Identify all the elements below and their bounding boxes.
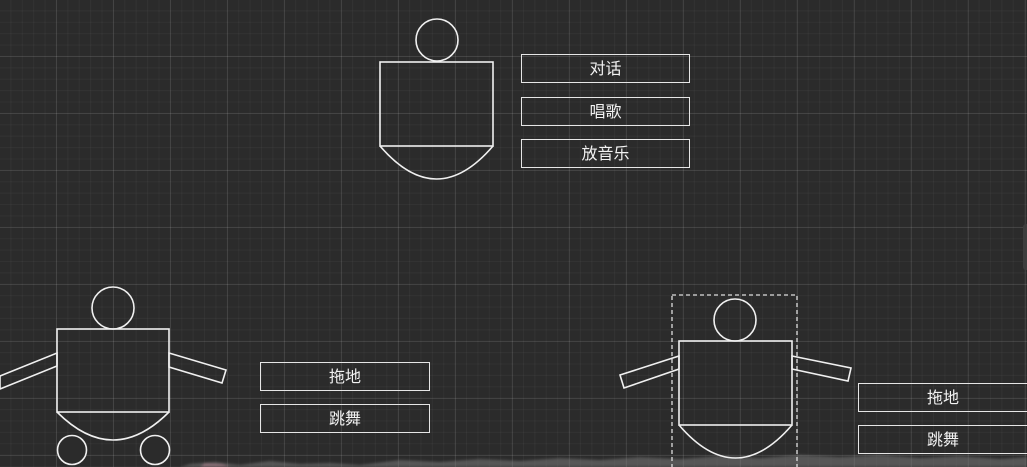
bottom-right-mop-button-label: 拖地 (926, 387, 959, 407)
selection-box (671, 294, 798, 467)
bottom-right-robot[interactable] (619, 294, 852, 467)
bottom-right-robot-right-arm (791, 355, 852, 382)
bottom-left-robot-right-arm (168, 351, 228, 384)
bottom-right-dance-button-label: 跳舞 (926, 429, 959, 449)
bottom-left-mop-button-label: 拖地 (328, 366, 361, 386)
play-music-button[interactable]: 放音乐 (521, 139, 690, 168)
bottom-left-dance-button-label: 跳舞 (328, 408, 361, 428)
bottom-right-robot-base (678, 424, 793, 459)
scroll-handle[interactable] (1023, 224, 1027, 270)
bottom-left-robot-left-arm (0, 351, 58, 390)
ground-smear (180, 455, 1027, 467)
play-music-button-label: 放音乐 (581, 143, 630, 163)
bottom-right-robot-head (713, 298, 757, 342)
bottom-left-robot-head (91, 286, 135, 330)
top-robot-base (379, 145, 494, 180)
sing-button-label: 唱歌 (589, 101, 622, 121)
talk-button-label: 对话 (589, 58, 622, 78)
sing-button[interactable]: 唱歌 (521, 97, 690, 126)
top-robot-head (415, 18, 459, 62)
top-robot (379, 18, 494, 180)
bottom-left-robot-right-wheel (139, 434, 171, 466)
talk-button[interactable]: 对话 (521, 54, 690, 83)
bottom-left-dance-button[interactable]: 跳舞 (260, 404, 430, 433)
top-robot-body (379, 61, 494, 147)
bottom-left-mop-button[interactable]: 拖地 (260, 362, 430, 391)
bottom-left-robot (0, 286, 228, 466)
bottom-right-dance-button[interactable]: 跳舞 (858, 425, 1027, 454)
bottom-left-robot-body (56, 328, 170, 413)
bottom-right-mop-button[interactable]: 拖地 (858, 383, 1027, 412)
bottom-right-robot-left-arm (619, 354, 680, 390)
bottom-left-robot-left-wheel (56, 434, 88, 466)
bottom-right-robot-body (678, 340, 793, 426)
bottom-left-robot-base (56, 411, 170, 441)
